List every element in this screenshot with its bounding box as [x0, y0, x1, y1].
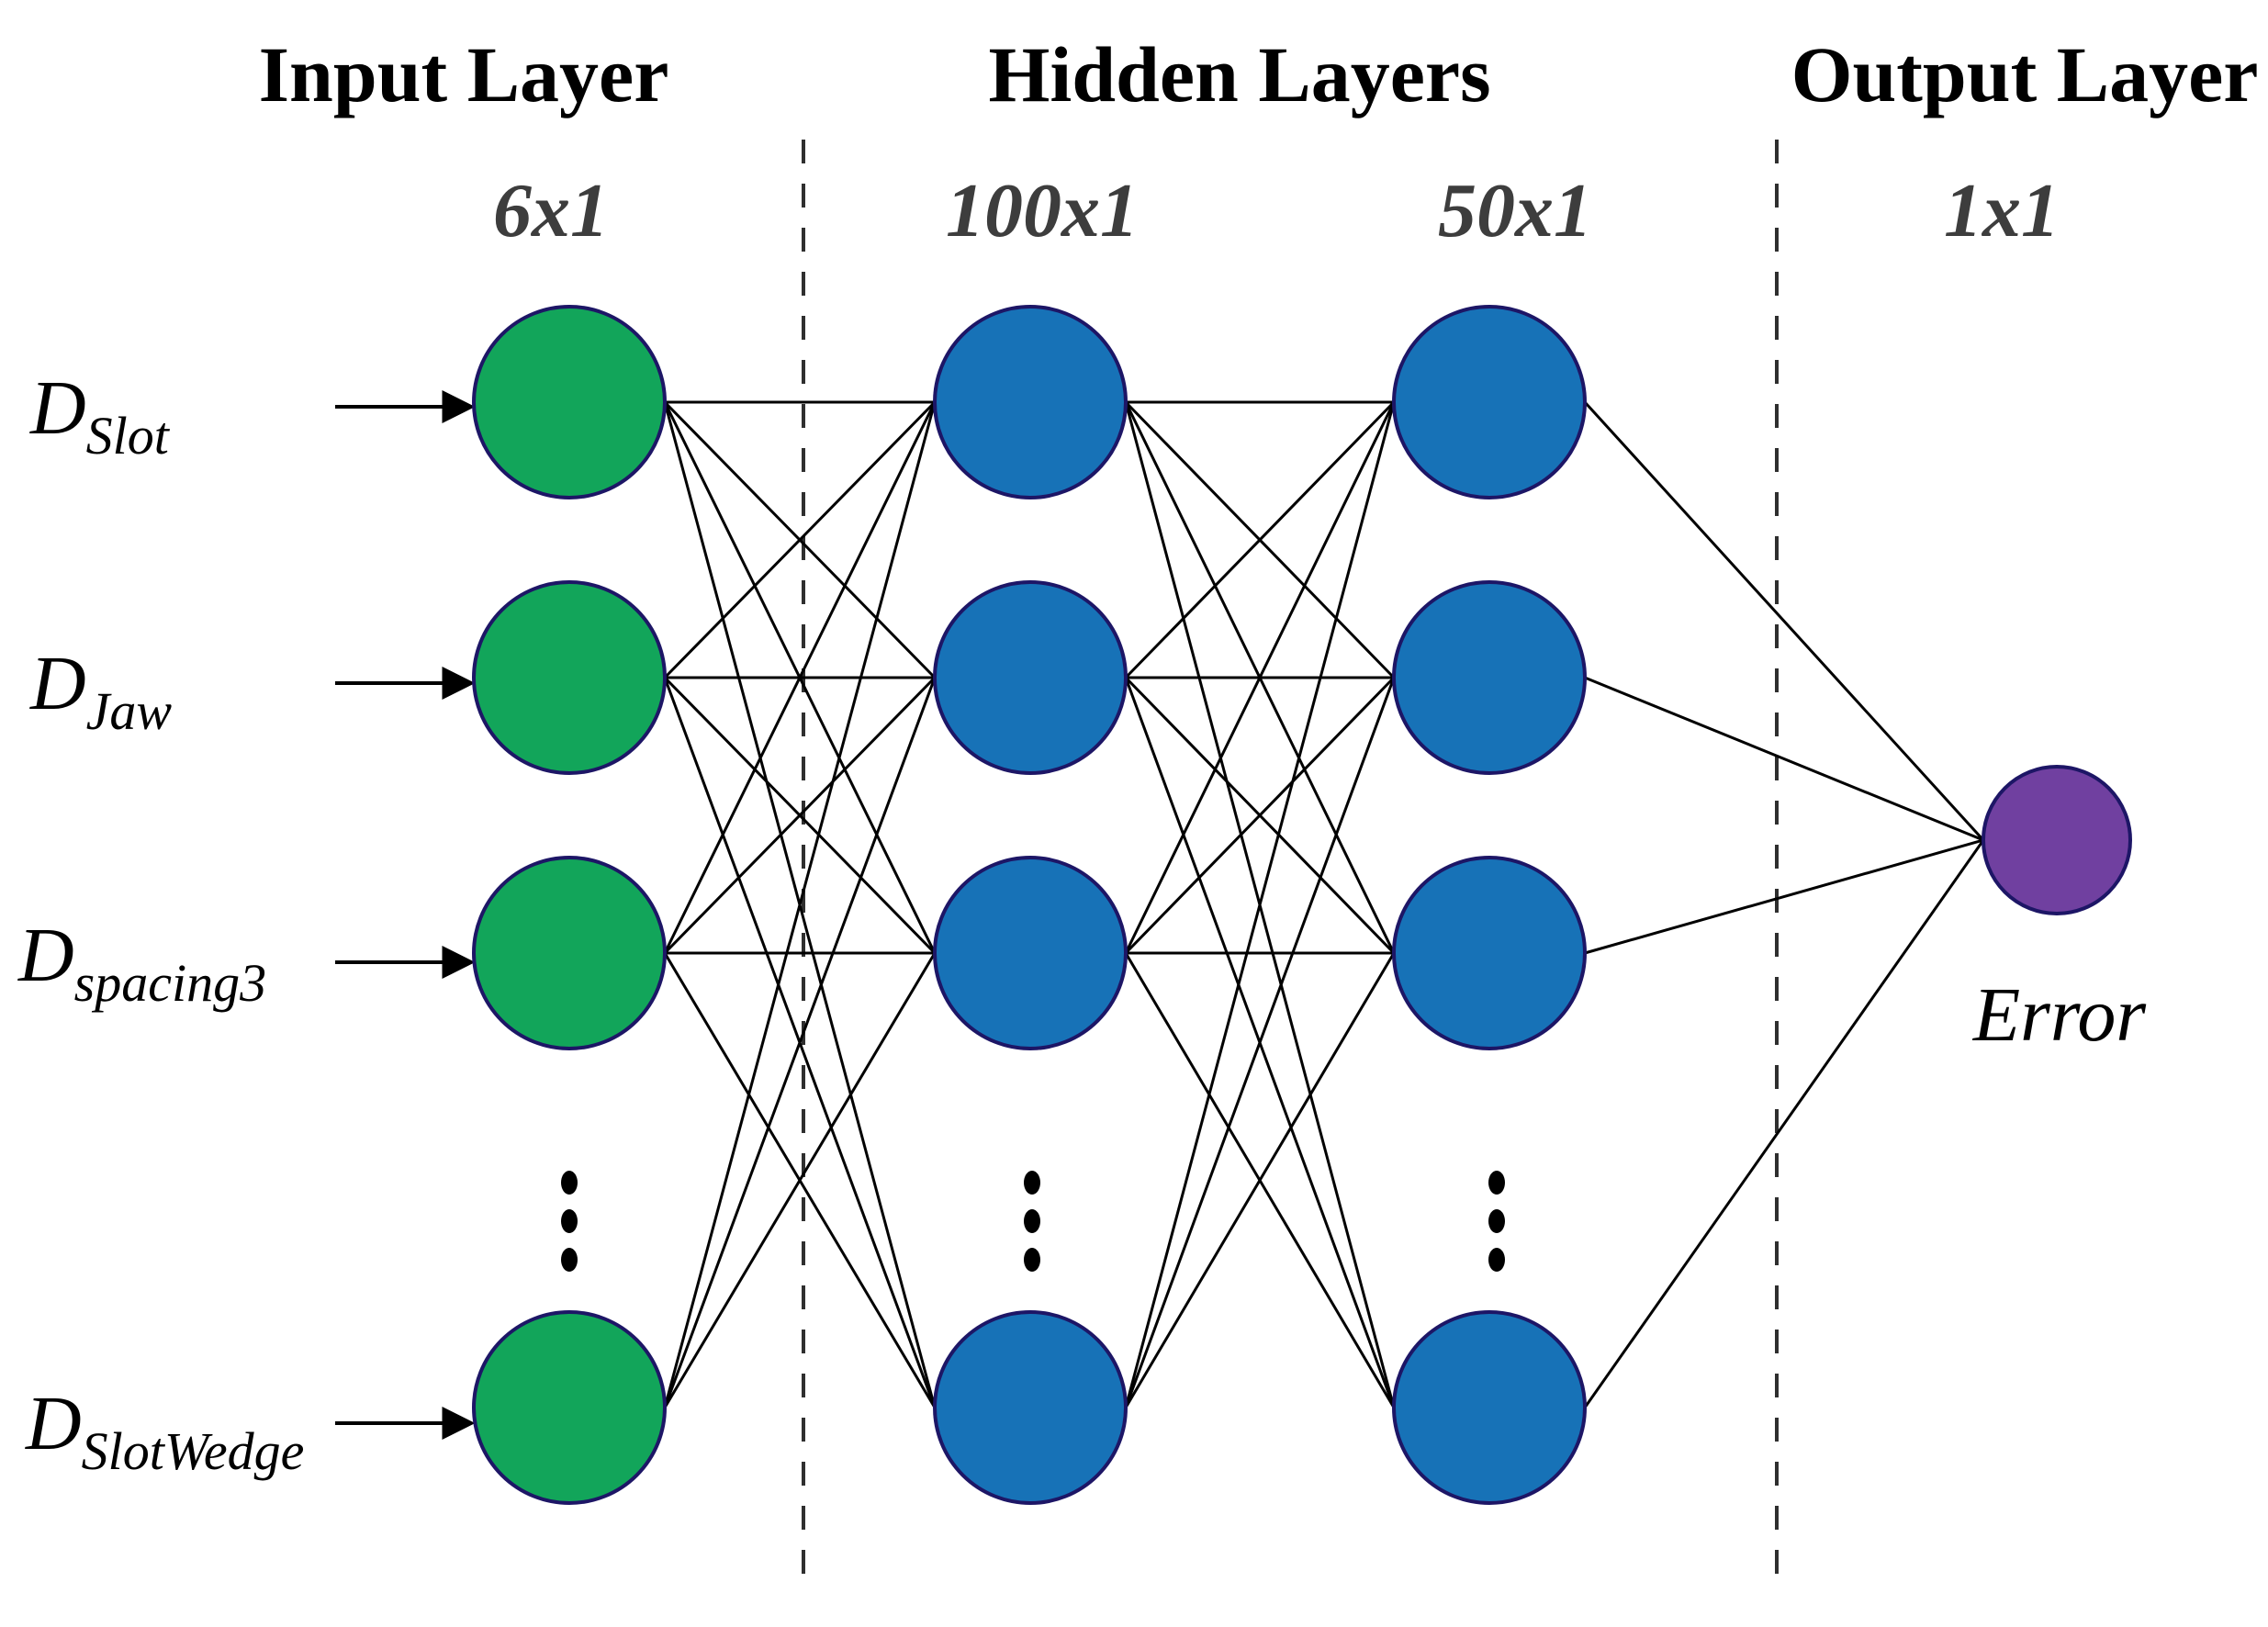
hidden2-node — [1392, 580, 1587, 775]
ellipsis-dot — [561, 1171, 578, 1195]
connection-line — [663, 400, 937, 679]
connection-line — [1124, 401, 1396, 954]
hidden2-node — [1392, 305, 1587, 499]
connection-line — [663, 401, 937, 954]
ellipsis-dot — [1024, 1248, 1040, 1272]
hidden-layers-title: Hidden Layers — [988, 30, 1490, 118]
output-layer-title: Output Layer — [1791, 30, 2259, 118]
hidden1-node — [933, 305, 1128, 499]
connection-line — [1583, 400, 1985, 842]
input-label-subscript: Slot — [86, 406, 171, 466]
input-node — [472, 1310, 667, 1505]
input-label-main: D — [29, 641, 86, 726]
hidden1-node — [933, 856, 1128, 1050]
output-node — [1982, 765, 2132, 915]
connection-line — [1583, 839, 1985, 1408]
connection-line — [1584, 676, 1984, 842]
input-label-dspacing3: Dspacing3 — [17, 913, 266, 1013]
hidden1-node — [933, 1310, 1128, 1505]
connection-line — [1124, 401, 1396, 1408]
input-node — [472, 305, 667, 499]
ellipsis-dot — [1024, 1209, 1040, 1233]
input-label-main: D — [17, 913, 74, 998]
connection-line — [1124, 400, 1396, 679]
input-label-dslot: DSlot — [29, 365, 171, 466]
hidden1-size-label: 100x1 — [946, 168, 1139, 253]
ellipsis-dot — [1488, 1248, 1505, 1272]
hidden2-node — [1392, 1310, 1587, 1505]
connection-line — [1124, 676, 1396, 955]
input-label-main: D — [25, 1381, 82, 1466]
input-label-djaw: DJaw — [29, 641, 172, 741]
input-node — [472, 580, 667, 775]
ellipsis-dot — [1488, 1209, 1505, 1233]
input-label-main: D — [29, 365, 86, 451]
ellipsis-dot — [561, 1209, 578, 1233]
error-label: Error — [1972, 972, 2147, 1058]
connection-line — [1124, 952, 1396, 1408]
connection-line — [663, 952, 937, 1408]
hidden1-node — [933, 580, 1128, 775]
ellipsis-dot — [1488, 1171, 1505, 1195]
input-layer-title: Input Layer — [259, 30, 669, 118]
input-label-subscript: Jaw — [86, 681, 173, 741]
input-label-subscript: spacing3 — [74, 953, 266, 1013]
connection-line — [1584, 838, 1984, 955]
diagram-geometry — [335, 140, 2132, 1577]
connection-line — [663, 401, 937, 1408]
hidden2-node — [1392, 856, 1587, 1050]
input-label-subscript: SlotWedge — [82, 1421, 305, 1481]
input-node — [472, 856, 667, 1050]
hidden2-size-label: 50x1 — [1438, 168, 1592, 253]
output-size-label: 1x1 — [1944, 168, 2060, 253]
ellipsis-dot — [1024, 1171, 1040, 1195]
connection-line — [663, 676, 937, 955]
connection-line — [663, 677, 937, 1408]
connection-line — [1124, 677, 1396, 1408]
input-size-label: 6x1 — [493, 168, 609, 253]
input-label-dslotwedge: DSlotWedge — [25, 1381, 304, 1481]
ellipsis-dot — [561, 1248, 578, 1272]
